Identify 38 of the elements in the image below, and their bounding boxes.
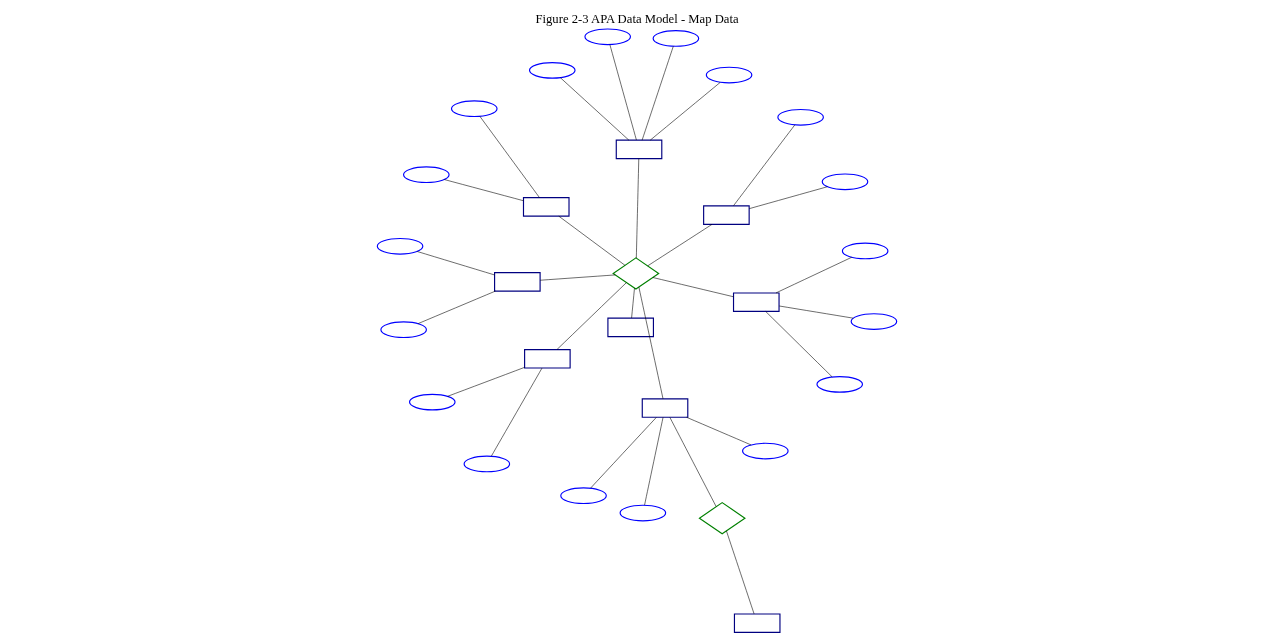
- connector: [638, 286, 663, 400]
- node-ellipse: [705, 66, 752, 84]
- node-ellipse: [559, 487, 607, 505]
- node-ellipse: [408, 393, 456, 411]
- connector: [685, 416, 751, 446]
- connector: [652, 277, 734, 298]
- node-box: [615, 139, 662, 160]
- node-ellipse: [652, 30, 699, 47]
- node-ellipse: [583, 28, 631, 46]
- node-ellipse: [821, 173, 868, 191]
- node-ellipse: [450, 100, 498, 118]
- connector: [630, 287, 635, 319]
- node-box: [733, 613, 781, 633]
- node-ellipse: [850, 313, 897, 330]
- node-ellipse: [776, 108, 824, 126]
- connector: [417, 290, 496, 324]
- node-ellipse: [402, 166, 450, 184]
- node-ellipse: [841, 242, 888, 260]
- node-box: [493, 272, 541, 292]
- node-ellipse: [379, 321, 427, 339]
- node-box: [606, 317, 654, 338]
- node-box: [732, 292, 780, 312]
- node-box: [522, 197, 570, 217]
- node-ellipse: [741, 442, 789, 460]
- connector: [646, 224, 712, 267]
- node-ellipse: [528, 62, 576, 79]
- node-box: [523, 348, 571, 369]
- node-ellipse: [463, 455, 510, 473]
- connector: [558, 215, 625, 266]
- node-ellipse: [376, 237, 423, 255]
- node-ellipse: [619, 504, 666, 522]
- node-box: [641, 398, 688, 418]
- node-ellipse: [815, 376, 863, 393]
- node-diamond: [697, 501, 746, 535]
- node-diamond: [611, 257, 660, 290]
- connector: [479, 116, 540, 198]
- diagram-title: Figure 2-3 APA Data Model - Map Data: [534, 12, 739, 27]
- node-box: [702, 205, 750, 225]
